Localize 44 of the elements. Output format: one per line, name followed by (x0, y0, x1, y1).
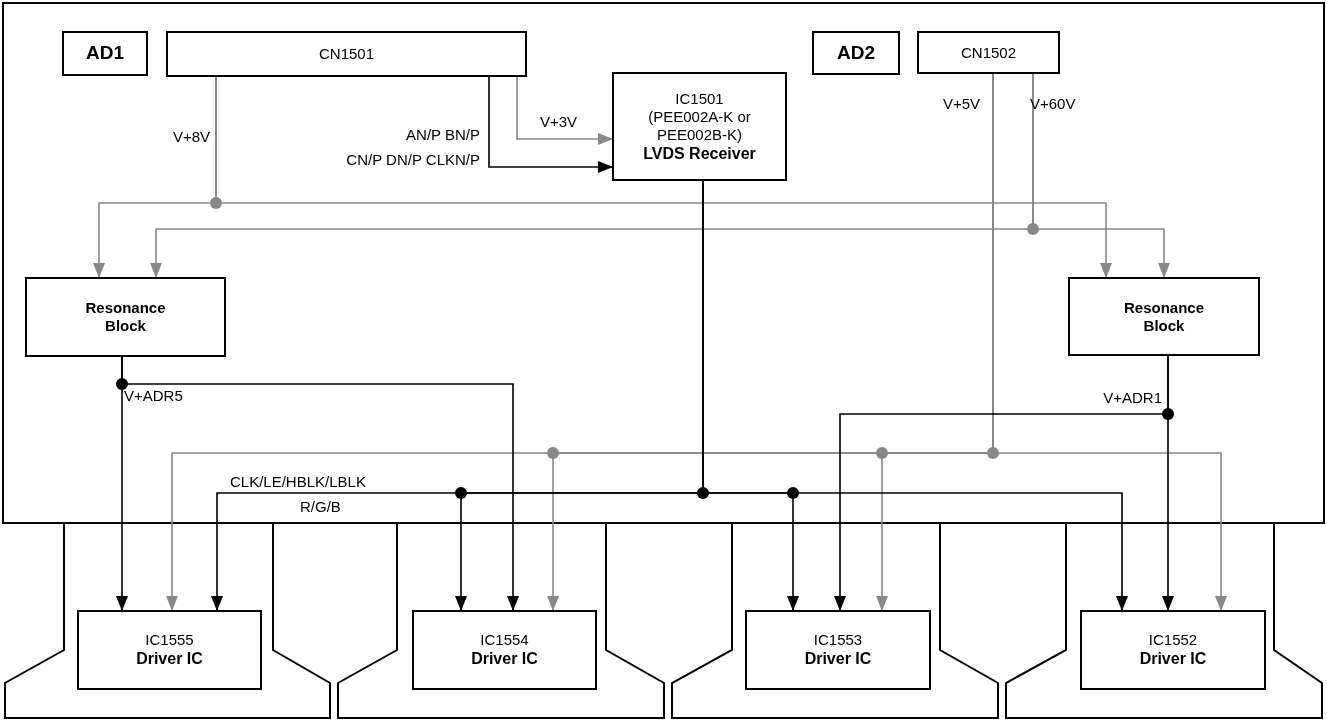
box-label: IC1552 (1148, 631, 1198, 650)
signal-label: AN/P BN/P (406, 127, 480, 142)
box-label: IC1553 (813, 631, 863, 650)
box-label: Resonance Block (84, 299, 167, 335)
function-block-box (1068, 277, 1260, 356)
chip-box (745, 610, 931, 690)
box-label: Driver IC (136, 649, 203, 669)
chip-box (77, 610, 262, 690)
box-label: IC1555 (145, 631, 194, 650)
voltage-label: V+3V (540, 114, 578, 129)
box-label: IC1501 (675, 89, 724, 108)
voltage-label: V+8V (172, 129, 210, 144)
box-label: Driver IC (804, 649, 872, 669)
connector-arrow (1032, 73, 1170, 278)
connector-arrow (121, 356, 519, 611)
connector-box (917, 31, 1060, 74)
voltage-label: V+ADR5 (124, 388, 183, 403)
signal-label: CLK/LE/HBLK/LBLK (230, 474, 366, 489)
voltage-label: V+5V (942, 96, 980, 111)
connector-arrow (834, 355, 1169, 611)
box-label: IC1554 (480, 631, 529, 650)
box-label: Driver IC (471, 649, 538, 669)
connector-arrow (516, 76, 613, 145)
box-label: Driver IC (1139, 649, 1207, 669)
box-label: CN1502 (960, 43, 1016, 62)
board-tag-box (812, 31, 900, 75)
voltage-label: V+ADR1 (1103, 390, 1162, 405)
function-block-box (25, 277, 226, 357)
box-label: LVDS Receiver (643, 143, 756, 164)
connector-arrow (488, 76, 613, 173)
box-label: AD2 (837, 41, 875, 65)
connector-arrow (215, 76, 1112, 278)
signal-label: CN/P DN/P CLKN/P (346, 152, 480, 167)
chip-box (612, 72, 787, 181)
box-label: CN1501 (318, 45, 374, 63)
voltage-label: V+60V (1030, 96, 1076, 111)
box-label: (PEE002A-K or PEE002B-K) (647, 107, 752, 144)
signal-label: R/G/B (300, 499, 341, 514)
chip-box (412, 610, 597, 690)
chip-box (1080, 610, 1266, 690)
board-tag-box (62, 31, 148, 76)
box-label: AD1 (86, 42, 124, 65)
box-label: Resonance Block (1122, 298, 1205, 335)
connector-box (166, 31, 527, 77)
